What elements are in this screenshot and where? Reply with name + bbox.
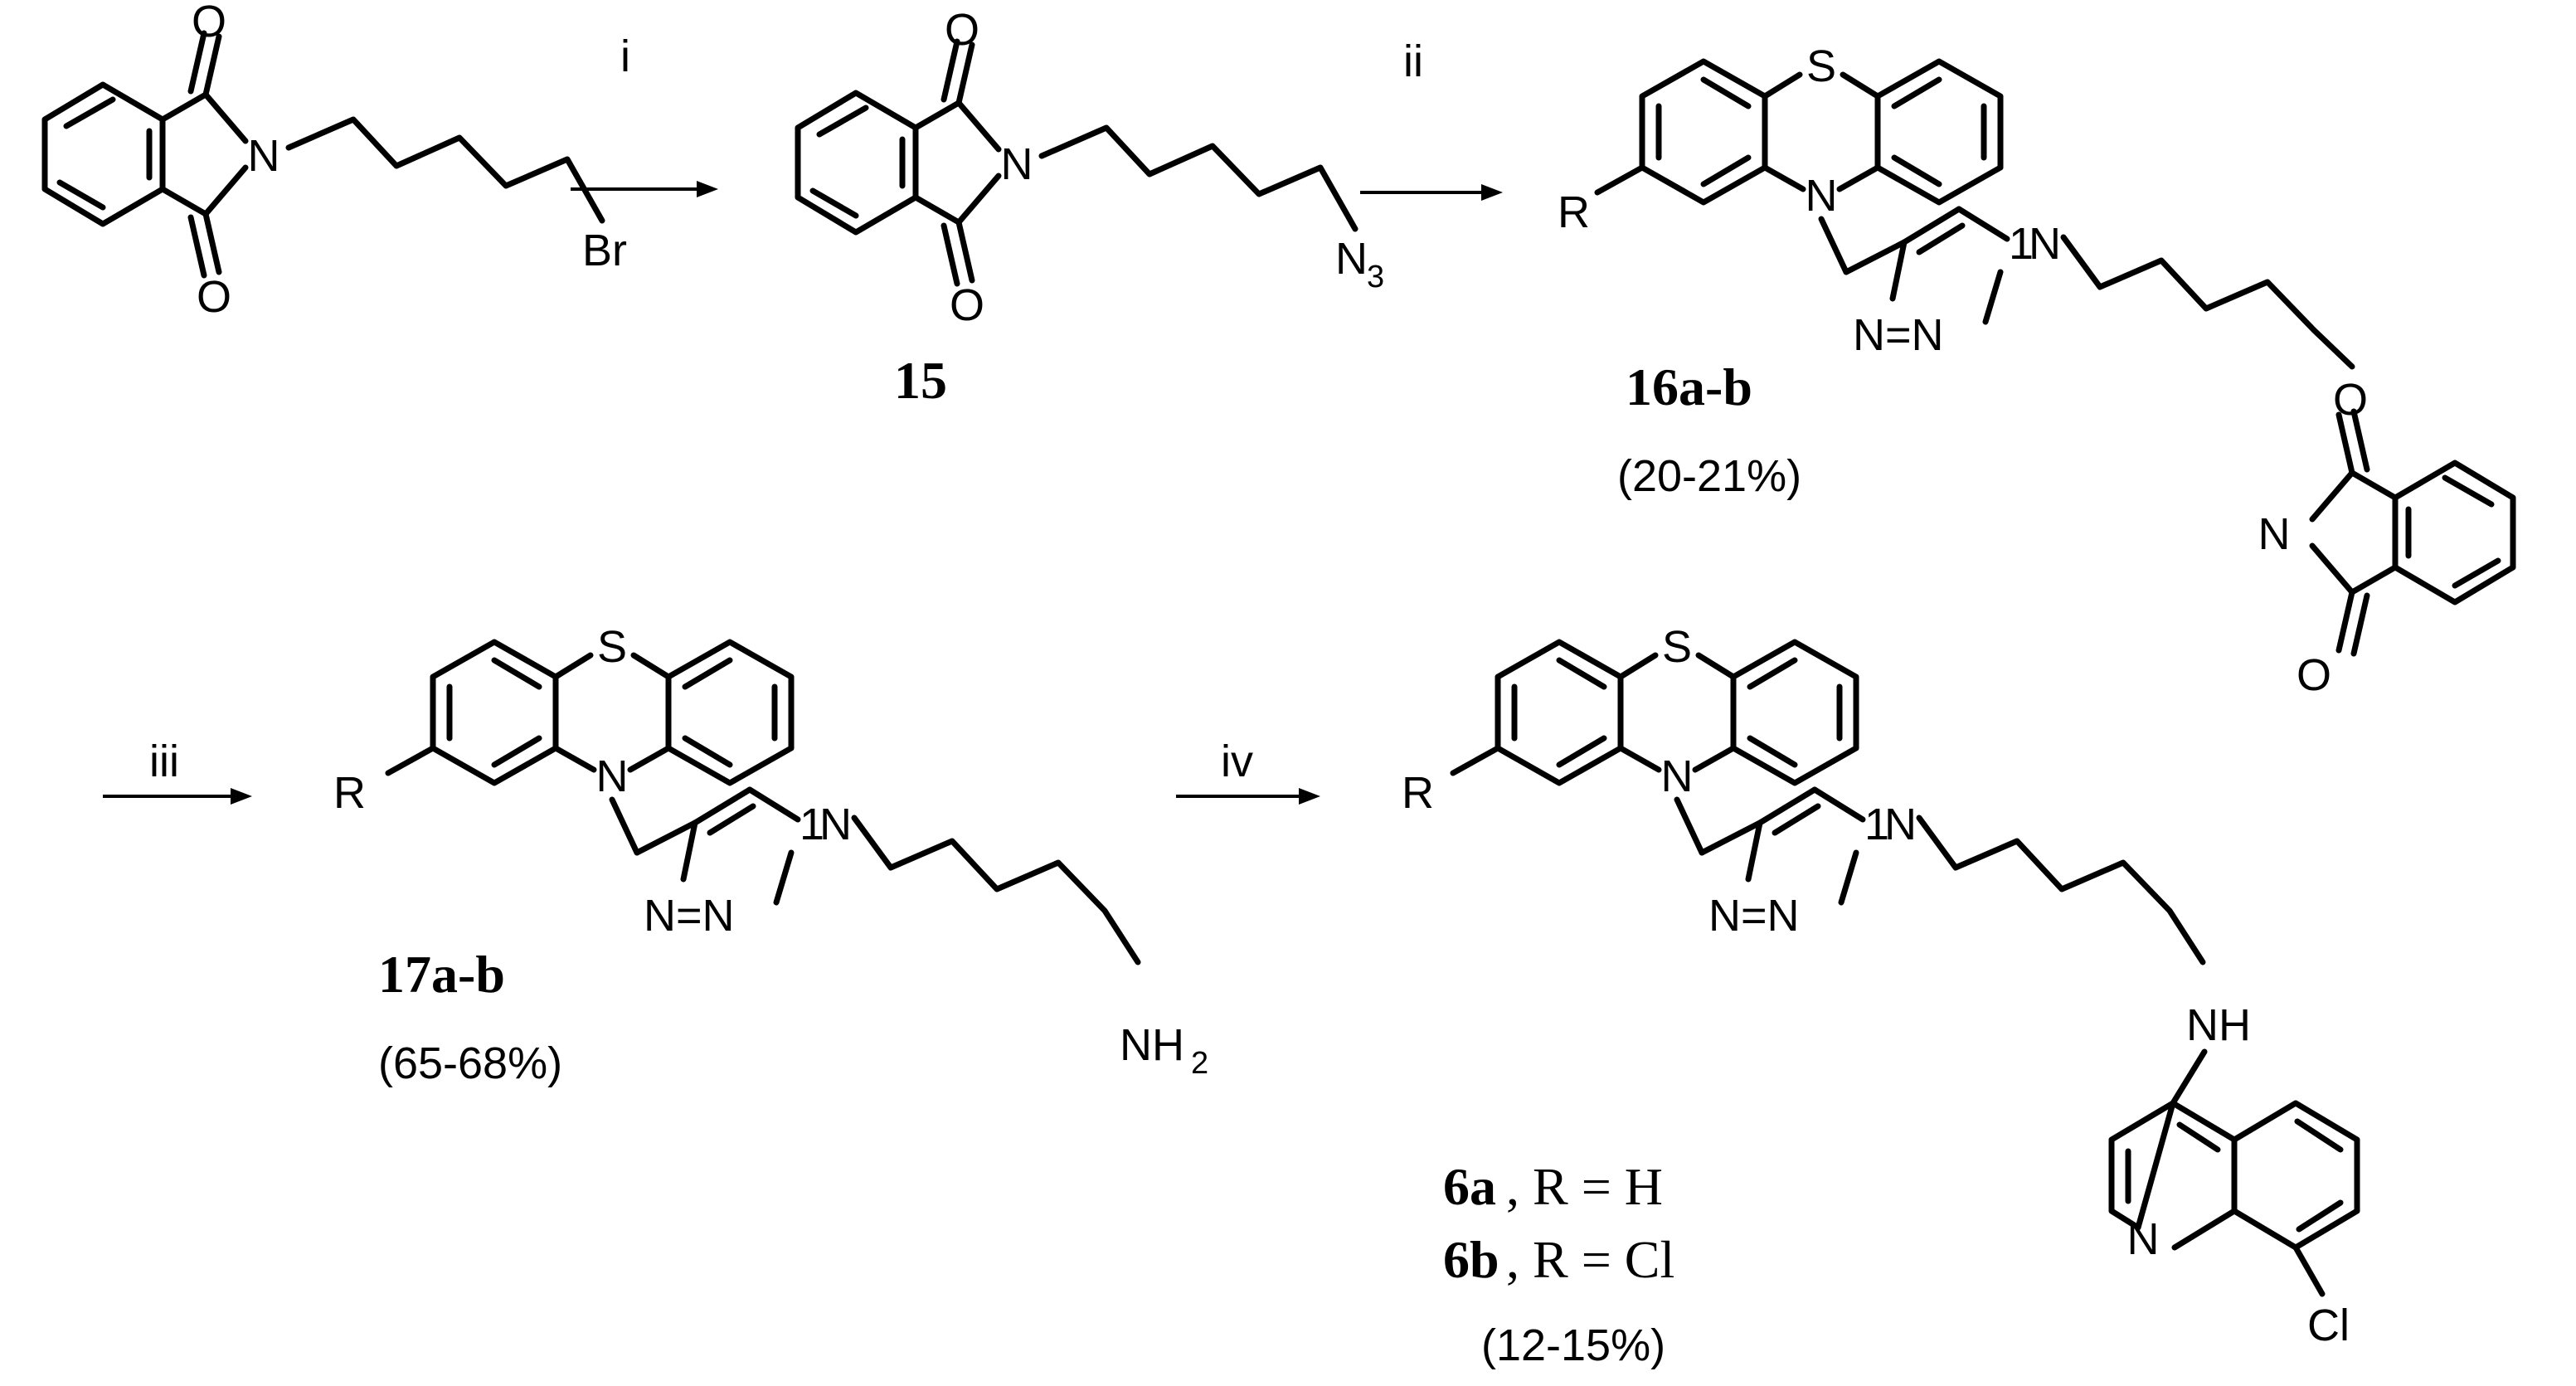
compound-6b-r-definition: , R = Cl (1506, 1230, 1674, 1289)
triazole-n-n: N=N (1708, 891, 1800, 941)
triazole-n-n: N=N (644, 891, 735, 941)
atom-n: N (1884, 800, 1917, 849)
atom-r: R (1402, 768, 1434, 818)
atom-o: O (945, 5, 979, 55)
atom-n: N (1661, 751, 1694, 801)
atom-o: O (197, 272, 231, 322)
starting-material: O O N Br (45, 0, 627, 322)
atom-o: O (950, 280, 984, 330)
atom-nh2: NH (1120, 1020, 1184, 1070)
atom-n: N (2127, 1214, 2160, 1264)
reagent-label-iv: iv (1221, 737, 1253, 786)
yield-17: (65-68%) (378, 1038, 562, 1088)
atom-nh: NH (2186, 1000, 2251, 1050)
atom-n: N (248, 131, 280, 181)
chloroquinoline: N Cl (2108, 1048, 2360, 1350)
atom-n1: 1 (800, 800, 824, 849)
compound-16: S N R 1 N N=N (1558, 41, 2355, 370)
atom-cl: Cl (2307, 1301, 2350, 1350)
atom-o: O (2333, 375, 2368, 425)
atom-n3-subscript: 3 (1367, 260, 1384, 294)
compound-17: S N R 1 N N=N (333, 622, 1141, 965)
atom-s: S (1806, 41, 1836, 91)
atom-n: N (596, 751, 629, 801)
compound-6: S N R 1 N N=N (1402, 622, 2206, 965)
atom-o: O (2297, 650, 2331, 700)
atom-n1: 1 (1864, 800, 1889, 849)
compound-16-phthalimide (2312, 411, 2513, 654)
atom-n: N (1001, 139, 1033, 189)
atom-o: O (192, 0, 226, 46)
arrow-step-ii: ii (1360, 36, 1503, 201)
atom-br: Br (582, 226, 627, 275)
compound-15: O O N N 3 (798, 5, 1384, 330)
yield-6: (12-15%) (1481, 1320, 1665, 1370)
atom-n: N (2029, 219, 2061, 269)
atom-n: N (1806, 171, 1838, 221)
atom-s: S (597, 622, 627, 672)
arrow-step-i: i (571, 32, 718, 197)
triazole-n-n: N=N (1853, 310, 1944, 360)
atom-n: N (819, 800, 852, 849)
atom-n3: N (1335, 234, 1368, 284)
reagent-label-i: i (620, 32, 630, 81)
compound-6a-r-definition: , R = H (1506, 1157, 1663, 1216)
atom-n1: 1 (2009, 219, 2034, 269)
compound-label-15: 15 (894, 351, 947, 410)
compound-label-17: 17a-b (378, 945, 505, 1004)
reagent-label-iii: iii (149, 737, 179, 786)
compound-label-6a: 6a (1443, 1157, 1496, 1216)
atom-r: R (1558, 187, 1590, 237)
atom-n: N (2258, 509, 2291, 559)
compound-6-labels: 6a , R = H 6b , R = Cl (12-15%) (1443, 1157, 1674, 1370)
arrow-step-iii: iii (103, 737, 252, 805)
compound-label-16: 16a-b (1626, 357, 1752, 416)
atom-r: R (333, 768, 366, 818)
yield-16: (20-21%) (1617, 451, 1801, 501)
atom-s: S (1662, 622, 1692, 672)
compound-label-6b: 6b (1443, 1230, 1499, 1289)
arrow-step-iv: iv (1176, 737, 1320, 805)
reagent-label-ii: ii (1403, 36, 1423, 86)
atom-nh2-subscript: 2 (1191, 1046, 1208, 1081)
